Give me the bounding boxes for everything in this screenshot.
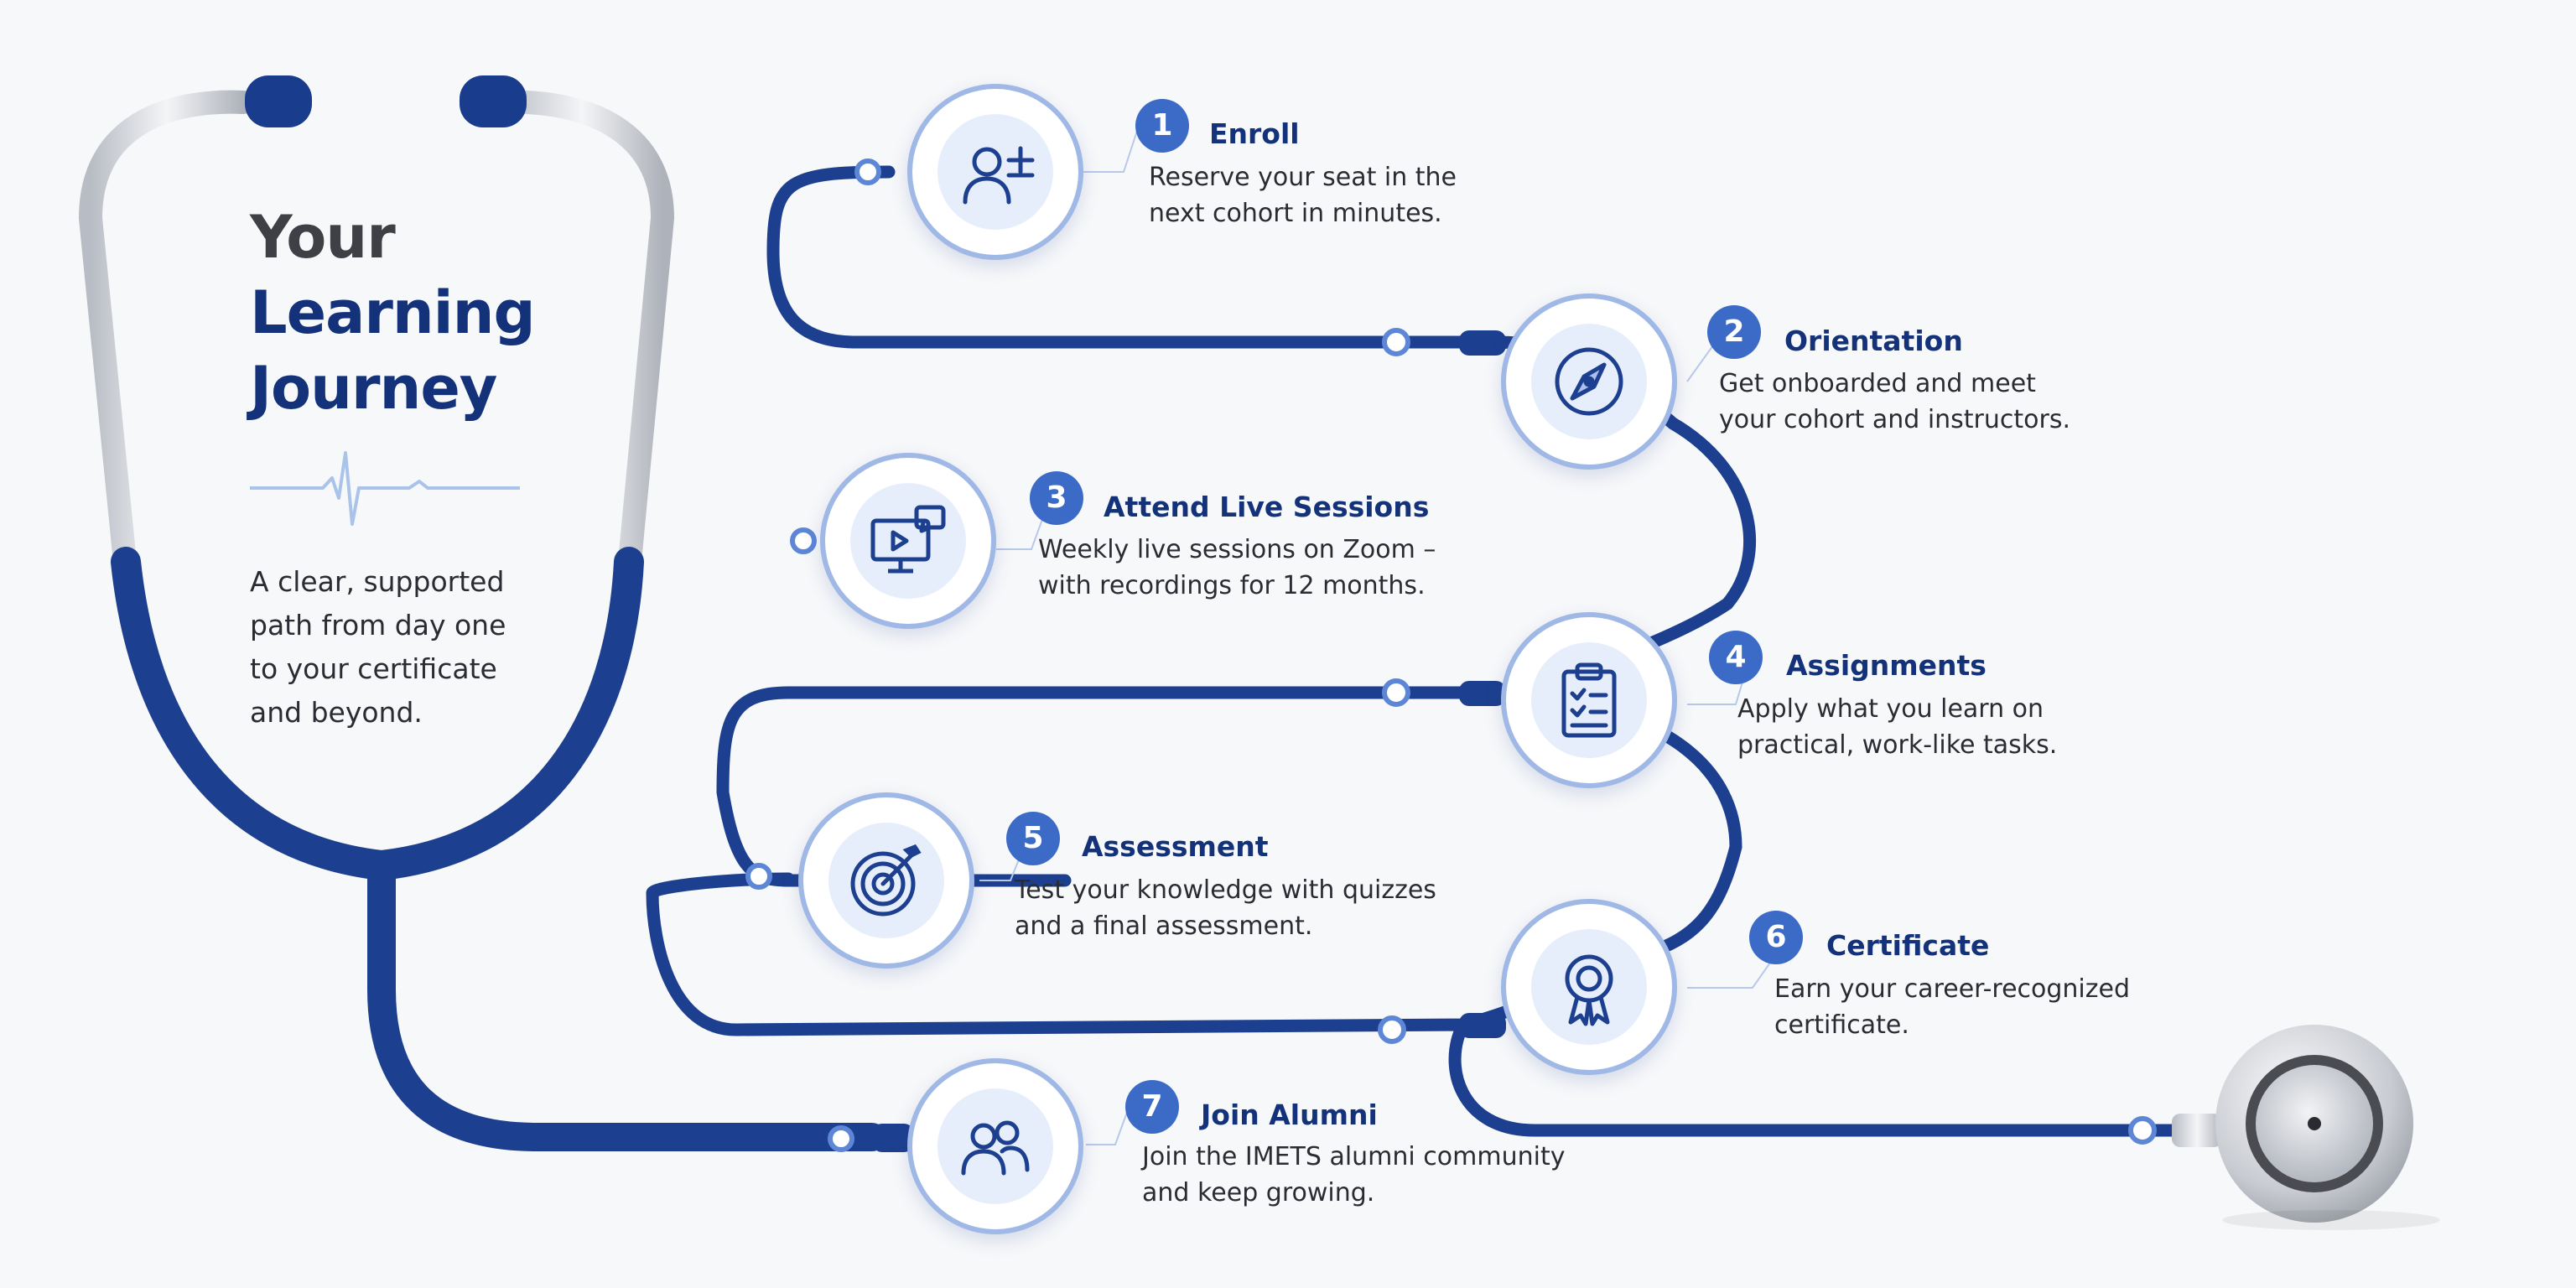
step-6-title: Certificate xyxy=(1826,929,1990,962)
step-7-badge: 7 xyxy=(1125,1080,1179,1134)
step-6-description: Earn your career-recognized certificate. xyxy=(1774,974,2131,1040)
step-7-title: Join Alumni xyxy=(1201,1098,1378,1131)
step-5-circle xyxy=(798,792,974,969)
monitor-video-icon xyxy=(870,505,946,574)
step-5-description: Test your knowledge with quizzes and a f… xyxy=(1015,875,1436,941)
step-7-description: Join the IMETS alumni community and keep… xyxy=(1142,1142,1566,1208)
add-user-icon xyxy=(963,146,1035,205)
step-3-title: Attend Live Sessions xyxy=(1104,491,1430,523)
target-icon xyxy=(850,844,922,917)
step-3-circle xyxy=(820,453,996,629)
step-2-title: Orientation xyxy=(1784,325,1963,357)
step-4-circle xyxy=(1501,612,1677,788)
users-group-icon xyxy=(961,1120,1030,1176)
step-6-circle xyxy=(1501,899,1677,1075)
step-3-description: Weekly live sessions on Zoom – with reco… xyxy=(1038,535,1436,600)
step-4-badge: 4 xyxy=(1709,631,1763,684)
step-3-badge: 3 xyxy=(1030,471,1083,525)
clipboard-checklist-icon xyxy=(1561,662,1617,738)
right-eartube xyxy=(490,90,675,582)
step-2-description: Get onboarded and meet your cohort and i… xyxy=(1719,369,2071,434)
step-5-badge: 5 xyxy=(1006,812,1060,865)
page-subtitle: A clear, supported path from day one to … xyxy=(250,565,506,729)
step-6-badge: 6 xyxy=(1749,911,1803,964)
step-1-circle xyxy=(907,84,1083,260)
award-ribbon-icon xyxy=(1565,954,1613,1026)
right-eartip xyxy=(460,75,527,127)
step-5-title: Assessment xyxy=(1082,830,1269,863)
heartbeat-line xyxy=(250,451,520,526)
compass-icon xyxy=(1555,347,1623,416)
left-eartip xyxy=(245,75,312,127)
left-eartube xyxy=(78,90,255,582)
step-1-title: Enroll xyxy=(1209,117,1300,150)
step-2-circle xyxy=(1501,293,1677,470)
step-1-description: Reserve your seat in the next cohort in … xyxy=(1149,163,1457,228)
page-title: Your Learning Journey xyxy=(250,203,536,423)
step-1-badge: 1 xyxy=(1135,99,1189,153)
step-7-circle xyxy=(907,1058,1083,1234)
step-4-description: Apply what you learn on practical, work-… xyxy=(1737,694,2058,760)
main-tubing xyxy=(367,851,886,1151)
step-2-badge: 2 xyxy=(1707,305,1761,359)
step-4-title: Assignments xyxy=(1786,649,1987,682)
